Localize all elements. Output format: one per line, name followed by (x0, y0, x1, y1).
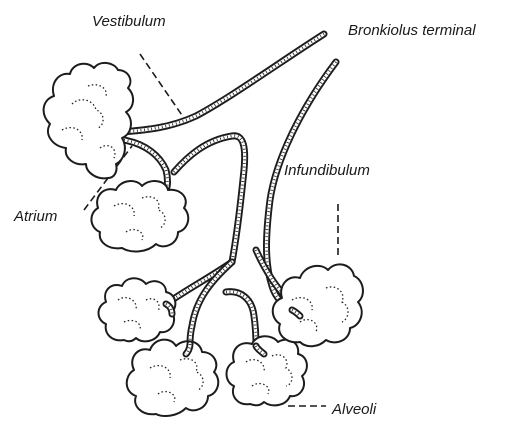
tube-branch-down-mid (226, 292, 256, 346)
alveolar-sac-bottom-left (127, 340, 219, 416)
stub-sac-bottom-left (186, 344, 190, 354)
label-infundibulum: Infundibulum (284, 163, 370, 178)
label-atrium: Atrium (14, 209, 57, 224)
tube-bronkiolus-upper (122, 34, 324, 132)
alveolar-sac-bottom-middle (227, 336, 307, 405)
leader-vestibulum (140, 54, 188, 124)
alveolar-sac-lower-left (99, 278, 176, 341)
label-vestibulum: Vestibulum (92, 14, 166, 29)
label-alveoli: Alveoli (332, 402, 376, 417)
alveolar-sac-upper-left (44, 63, 133, 178)
label-bronkiolus-terminal: Bronkiolus terminal (348, 23, 476, 38)
alveolar-sac-middle-left (91, 181, 188, 251)
alveolar-sac-right (273, 264, 363, 346)
